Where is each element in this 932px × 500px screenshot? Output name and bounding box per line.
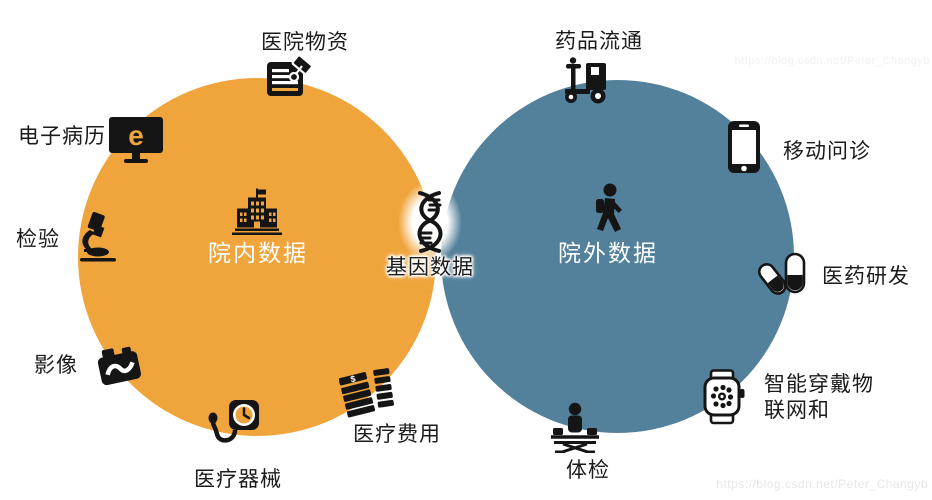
drug-distribution-label: 药品流通 bbox=[555, 30, 643, 53]
blood-pressure-gauge-icon bbox=[205, 398, 265, 450]
currency-symbol: $ bbox=[349, 374, 356, 385]
csdn-watermark-bottom: https://blog.csdn.net/Peter_Changyb bbox=[716, 477, 928, 491]
smart-wearable-iot-label: 智能穿戴物 联网和 bbox=[764, 373, 874, 422]
imaging-label: 影像 bbox=[34, 354, 78, 377]
hospital-building-icon bbox=[232, 188, 282, 236]
emr-letter: e bbox=[128, 120, 144, 151]
smartwatch-icon bbox=[697, 369, 747, 425]
gene-data-label: 基因数据 bbox=[386, 256, 474, 279]
delivery-scooter-icon bbox=[560, 55, 616, 105]
supplies-clipboard-icon bbox=[262, 50, 316, 104]
exam-chair-icon bbox=[547, 401, 603, 453]
hospital-supplies-label: 医院物资 bbox=[261, 31, 349, 54]
mobile-consultation-label: 移动问诊 bbox=[783, 140, 871, 163]
physical-exam-label: 体检 bbox=[566, 459, 610, 482]
money-stacks-icon: $ bbox=[339, 361, 397, 419]
dna-helix-icon bbox=[398, 181, 462, 263]
emr-monitor-icon: e bbox=[107, 114, 165, 164]
in-hospital-data-label: 院内数据 bbox=[208, 240, 308, 266]
imaging-camera-icon bbox=[94, 338, 146, 390]
medical-devices-label: 医疗器械 bbox=[194, 468, 282, 491]
electronic-medical-record-label: 电子病历 bbox=[18, 125, 106, 148]
csdn-watermark-top: https://blog.csdn.net/Peter_Changyb bbox=[734, 55, 930, 67]
capsules-icon bbox=[758, 248, 812, 298]
lab-test-label: 检验 bbox=[16, 228, 60, 251]
out-of-hospital-data-label: 院外数据 bbox=[558, 240, 658, 266]
pharma-rd-label: 医药研发 bbox=[822, 265, 910, 288]
microscope-icon bbox=[68, 212, 120, 264]
walking-person-icon bbox=[586, 183, 630, 237]
smartphone-icon bbox=[724, 120, 764, 174]
medical-cost-label: 医疗费用 bbox=[353, 423, 441, 446]
